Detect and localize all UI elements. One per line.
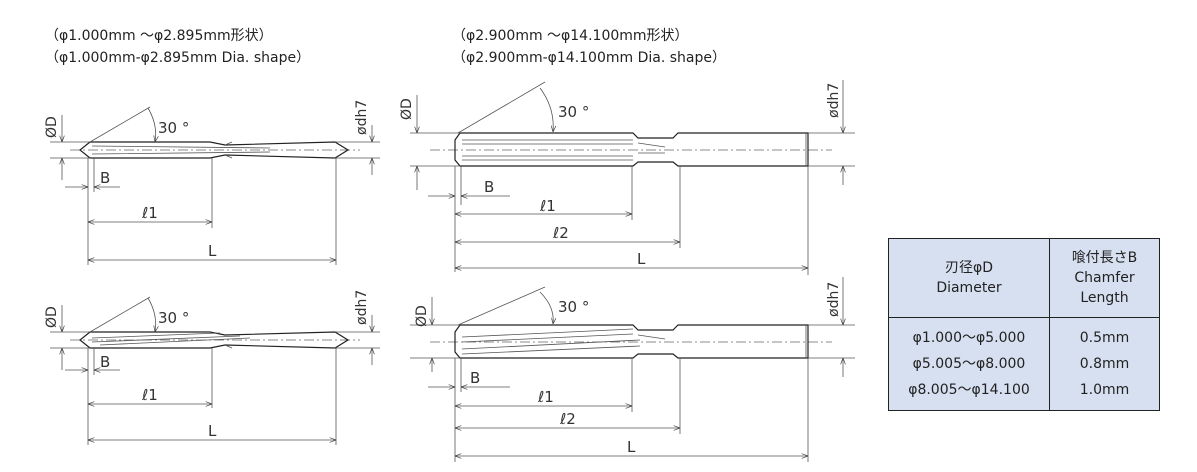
l2-label: ℓ2 xyxy=(559,410,576,428)
odh7-label: ødh7 xyxy=(826,83,842,118)
l1-label: ℓ1 xyxy=(141,204,158,222)
chamfer-length-table: 刃径φD Diameter 喰付長さB Chamfer Length φ1.00… xyxy=(888,238,1160,411)
angle-label: 30 ° xyxy=(158,119,189,137)
table-header-row: 刃径φD Diameter 喰付長さB Chamfer Length xyxy=(888,238,1160,318)
angle-label: 30 ° xyxy=(558,298,589,316)
od-label: ØD xyxy=(414,305,430,327)
l1-label: ℓ1 xyxy=(537,388,554,406)
od-label: ØD xyxy=(399,98,415,120)
table-cell: 1.0mm xyxy=(1079,382,1130,398)
caption-jp: （φ1.000mm ～φ2.895mm形状） xyxy=(45,28,273,44)
diameter-header-en: Diameter xyxy=(936,280,1002,296)
l1-label: ℓ1 xyxy=(539,197,556,215)
diameter-header: 刃径φD Diameter xyxy=(888,238,1050,318)
b-label: B xyxy=(100,169,110,187)
od-label: ØD xyxy=(44,116,60,138)
caption-jp: （φ2.900mm ～φ14.100mm形状） xyxy=(452,28,689,44)
l2-label: ℓ2 xyxy=(552,224,569,242)
odh7-label: ødh7 xyxy=(826,282,842,317)
angle-label: 30 ° xyxy=(158,309,189,327)
chamfer-header-en: Chamfer xyxy=(1074,270,1135,286)
diameter-header-jp: 刃径φD xyxy=(944,260,993,276)
table-cell: φ1.000～φ5.000 xyxy=(912,330,1026,346)
table-cell: 0.8mm xyxy=(1079,356,1130,372)
b-label: B xyxy=(100,353,110,371)
length-values: 0.5mm 0.8mm 1.0mm xyxy=(1049,317,1160,411)
large-shape-caption: （φ2.900mm ～φ14.100mm形状） （φ2.900mm-φ14.10… xyxy=(452,25,726,69)
odh7-label: ødh7 xyxy=(354,290,370,325)
table-body-row: φ1.000～φ5.000 φ5.005～φ8.000 φ8.005～φ14.1… xyxy=(888,317,1160,411)
small-shape-caption: （φ1.000mm ～φ2.895mm形状） （φ1.000mm-φ2.895m… xyxy=(45,25,310,69)
l1-label: ℓ1 xyxy=(141,386,158,404)
length-label: L xyxy=(208,422,217,440)
length-label: L xyxy=(208,242,217,260)
angle-label: 30 ° xyxy=(558,103,589,121)
table-cell: φ8.005～φ14.100 xyxy=(908,382,1030,398)
odh7-label: ødh7 xyxy=(354,100,370,135)
table-cell: 0.5mm xyxy=(1079,330,1130,346)
length-label: L xyxy=(637,250,646,268)
chamfer-header: 喰付長さB Chamfer Length xyxy=(1049,238,1160,318)
large-reamer-drawing-spiral: ØD ødh7 30 ° B ℓ1 ℓ2 L xyxy=(410,277,855,462)
length-label: L xyxy=(627,438,636,456)
chamfer-header-en: Length xyxy=(1080,290,1129,306)
od-label: ØD xyxy=(44,306,60,328)
chamfer-header-jp: 喰付長さB xyxy=(1071,250,1138,266)
small-reamer-drawing-straight: ØD ødh7 30 ° B ℓ1 L xyxy=(44,100,380,265)
b-label: B xyxy=(484,178,494,196)
large-reamer-drawing-straight: ØD ødh7 30 ° B ℓ1 ℓ2 L xyxy=(399,80,855,275)
diameter-values: φ1.000～φ5.000 φ5.005～φ8.000 φ8.005～φ14.1… xyxy=(888,317,1050,411)
caption-en: （φ1.000mm-φ2.895mm Dia. shape） xyxy=(45,50,311,66)
b-label: B xyxy=(470,369,480,387)
table-cell: φ5.005～φ8.000 xyxy=(912,356,1026,372)
caption-en: （φ2.900mm-φ14.100mm Dia. shape） xyxy=(452,50,726,66)
small-reamer-drawing-spiral: ØD ødh7 30 ° B ℓ1 L xyxy=(44,290,380,445)
